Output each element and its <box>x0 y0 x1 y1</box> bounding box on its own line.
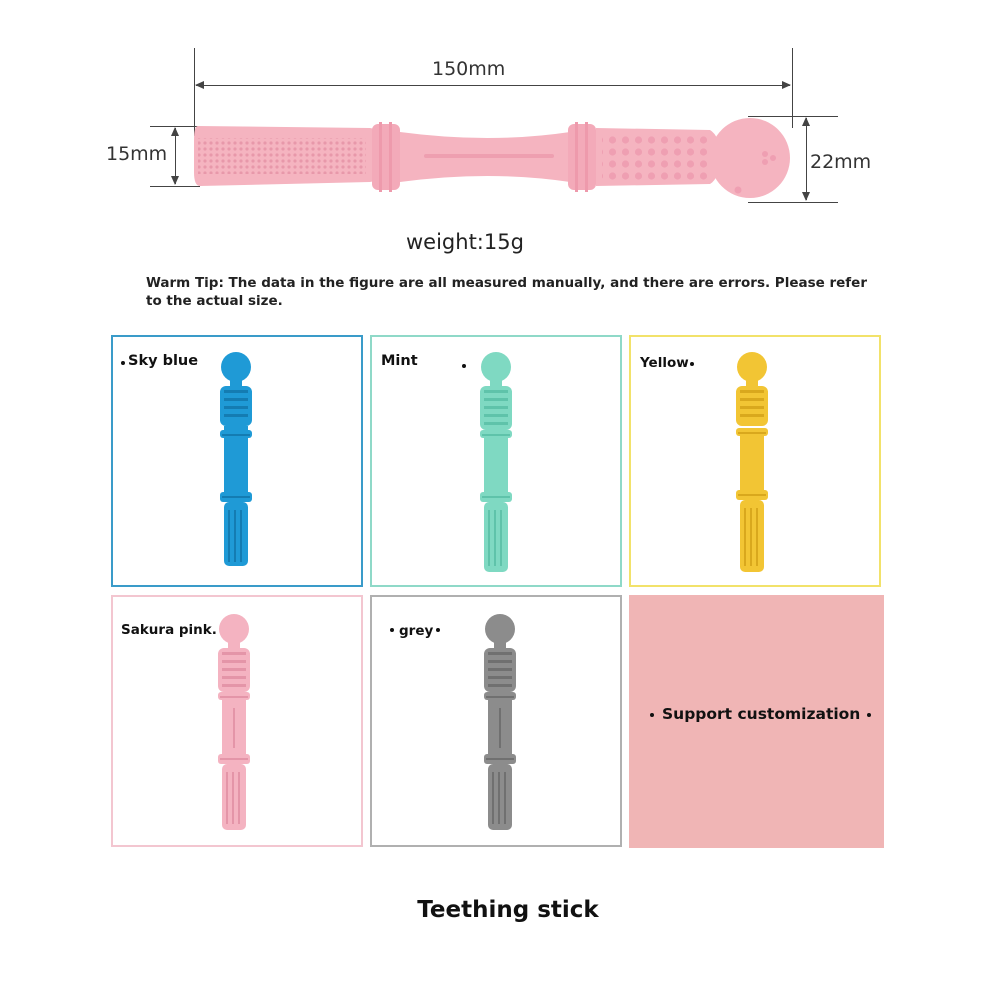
label-dot <box>690 362 694 366</box>
label-dot <box>462 364 466 368</box>
variant-label-sakura-pink: Sakura pink. <box>121 622 217 638</box>
width-dimension-line <box>175 128 176 184</box>
variant-label-sky-blue: Sky blue <box>128 353 199 369</box>
width-label: 15mm <box>106 143 168 165</box>
weight-label: weight:15g <box>406 230 524 254</box>
teething-stick-yellow-image <box>736 352 768 572</box>
teething-stick-grey-image <box>484 614 516 830</box>
label-dot <box>650 713 654 717</box>
customization-card <box>629 595 884 848</box>
teething-stick-mint-image <box>480 352 512 572</box>
head-extension-bottom <box>748 202 838 203</box>
variant-label-mint: Mint <box>381 353 418 369</box>
width-arrow-down-icon <box>171 176 179 185</box>
head-label: 22mm <box>810 151 872 173</box>
teething-stick-sky-blue-image <box>220 352 252 566</box>
length-arrow-left-icon <box>195 81 204 89</box>
head-extension-top <box>748 116 838 117</box>
customization-label: Support customization <box>662 705 861 723</box>
width-extension-top <box>150 126 200 127</box>
product-title: Teething stick <box>0 897 1000 923</box>
head-arrow-up-icon <box>802 117 810 126</box>
warm-tip-text: Warm Tip: The data in the figure are all… <box>146 275 867 309</box>
width-arrow-up-icon <box>171 127 179 136</box>
length-dimension-line <box>196 85 790 86</box>
product-title-text: Teething stick <box>417 897 599 923</box>
label-dot <box>436 628 440 632</box>
main-teething-stick-image <box>194 118 790 198</box>
label-dot <box>121 361 125 365</box>
head-dimension-line <box>806 118 807 200</box>
length-extension-right <box>792 48 793 128</box>
teething-stick-sakura-pink-image <box>218 614 250 830</box>
label-dot <box>390 628 394 632</box>
variant-label-yellow: Yellow <box>640 355 689 371</box>
width-extension-bottom <box>150 186 200 187</box>
length-extension-left <box>194 48 195 136</box>
label-dot <box>867 713 871 717</box>
length-label: 150mm <box>432 58 506 80</box>
head-arrow-down-icon <box>802 192 810 201</box>
variant-label-grey: grey <box>399 623 434 639</box>
length-arrow-right-icon <box>782 81 791 89</box>
